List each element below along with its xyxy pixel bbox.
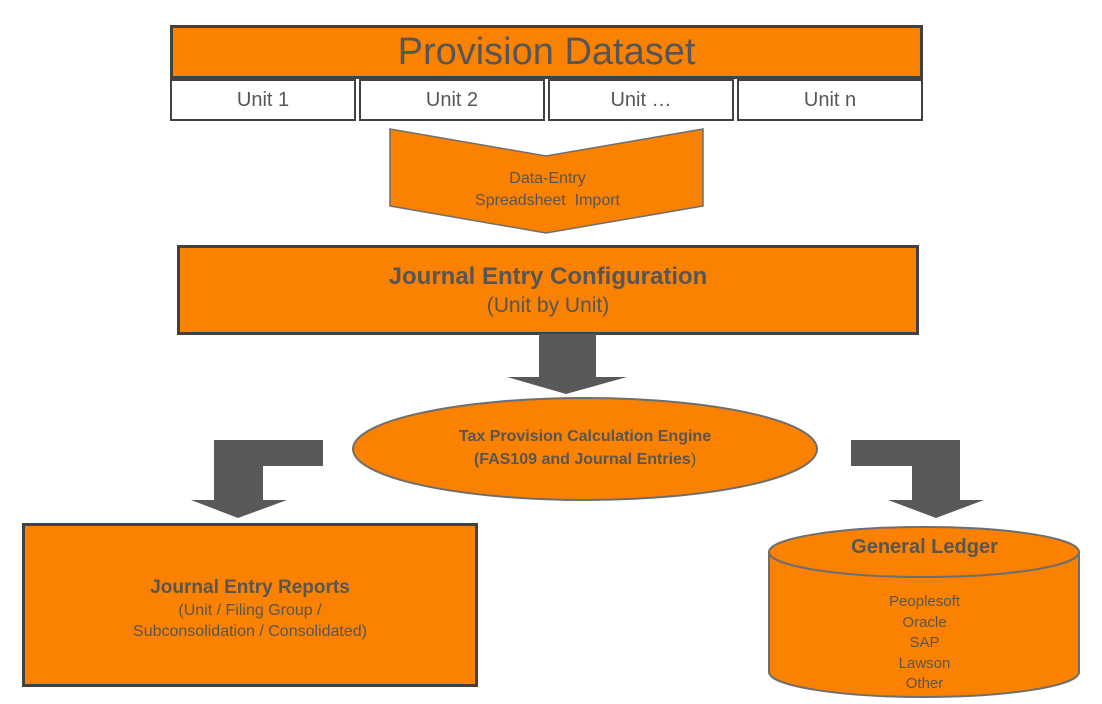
- import-chevron-line1: Data-Entry: [509, 170, 586, 187]
- calculation-engine-close-paren: ): [690, 451, 697, 468]
- import-chevron-line2: Spreadsheet Import: [475, 192, 620, 209]
- general-ledger-cylinder: [768, 526, 1080, 698]
- down-arrow: [507, 334, 627, 394]
- calculation-engine-line2: (FAS109 and Journal Entries): [473, 451, 697, 468]
- calculation-engine-line1: Tax Provision Calculation Engine: [458, 428, 712, 445]
- import-chevron-label: Data-Entry Spreadsheet Import: [385, 168, 710, 212]
- unit-cell-2: Unit 2: [359, 79, 545, 121]
- journal-entry-configuration-subtitle: (Unit by Unit): [486, 293, 610, 317]
- gl-system-sap: SAP: [909, 634, 940, 651]
- journal-entry-reports-title: Journal Entry Reports: [150, 577, 350, 598]
- import-chevron-shape: [389, 128, 704, 234]
- journal-entry-configuration-title: Journal Entry Configuration: [388, 262, 708, 290]
- unit-cell-ellipsis: Unit …: [548, 79, 734, 121]
- unit-cell-n: Unit n: [737, 79, 923, 121]
- calculation-engine-ellipse: [352, 397, 818, 501]
- provision-dataset-title: Provision Dataset: [397, 30, 696, 73]
- gl-system-oracle: Oracle: [902, 613, 947, 631]
- general-ledger-systems: Peoplesoft Oracle SAP Lawson Other: [767, 592, 1082, 695]
- journal-entry-reports-subtitle1: (Unit / Filing Group /: [178, 602, 322, 619]
- gl-system-other: Other: [905, 675, 944, 692]
- provision-dataset-units-row: Unit 1 Unit 2 Unit … Unit n: [170, 79, 923, 121]
- journal-entry-configuration-box: Journal Entry Configuration (Unit by Uni…: [177, 245, 919, 335]
- gl-system-peoplesoft: Peoplesoft: [889, 593, 960, 610]
- journal-entry-reports-subtitle2: Subconsolidation / Consolidated): [133, 623, 367, 640]
- calculation-engine-label: Tax Provision Calculation Engine (FAS109…: [350, 425, 820, 471]
- journal-entry-reports-box: Journal Entry Reports (Unit / Filing Gro…: [22, 523, 478, 687]
- unit-cell-1: Unit 1: [170, 79, 356, 121]
- provision-dataset-header: Provision Dataset: [170, 25, 923, 79]
- bent-arrow-left: [191, 440, 323, 518]
- general-ledger-title: General Ledger: [851, 536, 998, 558]
- gl-system-lawson: Lawson: [898, 654, 951, 672]
- bent-arrow-right: [851, 440, 984, 518]
